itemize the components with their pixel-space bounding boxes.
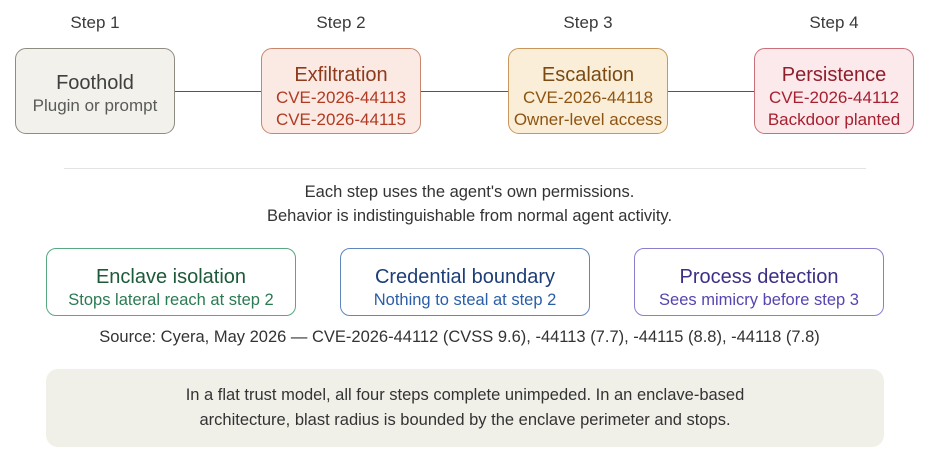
step-2-label: Step 2	[316, 13, 366, 32]
foothold-title: Foothold	[56, 72, 134, 94]
process-detection-detail: Sees mimicry before step 3	[659, 291, 859, 309]
credential-boundary-box: Credential boundary Nothing to steal at …	[340, 248, 590, 316]
credential-boundary-title: Credential boundary	[374, 266, 556, 288]
persistence-detail: Backdoor planted	[767, 110, 901, 129]
escalation-box: Escalation CVE-2026-44118 Owner-level ac…	[508, 48, 668, 134]
escalation-cve: CVE-2026-44118	[522, 88, 654, 107]
step-1-label: Step 1	[70, 13, 120, 32]
persistence-title: Persistence	[781, 64, 887, 86]
summary-line-1: In a flat trust model, all four steps co…	[185, 386, 745, 404]
persistence-cve: CVE-2026-44112	[768, 88, 900, 107]
foothold-detail: Plugin or prompt	[32, 96, 158, 115]
credential-boundary-detail: Nothing to steal at step 2	[373, 291, 557, 309]
connector-1-2	[175, 91, 261, 92]
exfiltration-title: Exfiltration	[294, 64, 388, 86]
exfiltration-cve-1: CVE-2026-44113	[275, 88, 407, 107]
process-detection-box: Process detection Sees mimicry before st…	[634, 248, 884, 316]
step-4-label: Step 4	[809, 13, 859, 32]
persistence-box: Persistence CVE-2026-44112 Backdoor plan…	[754, 48, 914, 134]
exfiltration-cve-2: CVE-2026-44115	[275, 110, 407, 129]
process-detection-title: Process detection	[679, 266, 839, 288]
summary-line-2: architecture, blast radius is bounded by…	[199, 411, 731, 429]
escalation-title: Escalation	[541, 64, 635, 86]
escalation-detail: Owner-level access	[513, 110, 663, 129]
step-3-label: Step 3	[563, 13, 613, 32]
connector-3-4	[668, 91, 754, 92]
source-citation: Source: Cyera, May 2026 — CVE-2026-44112…	[99, 328, 820, 346]
note-line-2: Behavior is indistinguishable from norma…	[266, 207, 673, 225]
foothold-box: Foothold Plugin or prompt	[15, 48, 175, 134]
enclave-isolation-box: Enclave isolation Stops lateral reach at…	[46, 248, 296, 316]
enclave-isolation-title: Enclave isolation	[95, 266, 247, 288]
exfiltration-box: Exfiltration CVE-2026-44113 CVE-2026-441…	[261, 48, 421, 134]
note-line-1: Each step uses the agent's own permissio…	[304, 183, 635, 201]
section-divider	[64, 168, 866, 169]
summary-panel: In a flat trust model, all four steps co…	[46, 369, 884, 447]
enclave-isolation-detail: Stops lateral reach at step 2	[68, 291, 274, 309]
connector-2-3	[421, 91, 508, 92]
